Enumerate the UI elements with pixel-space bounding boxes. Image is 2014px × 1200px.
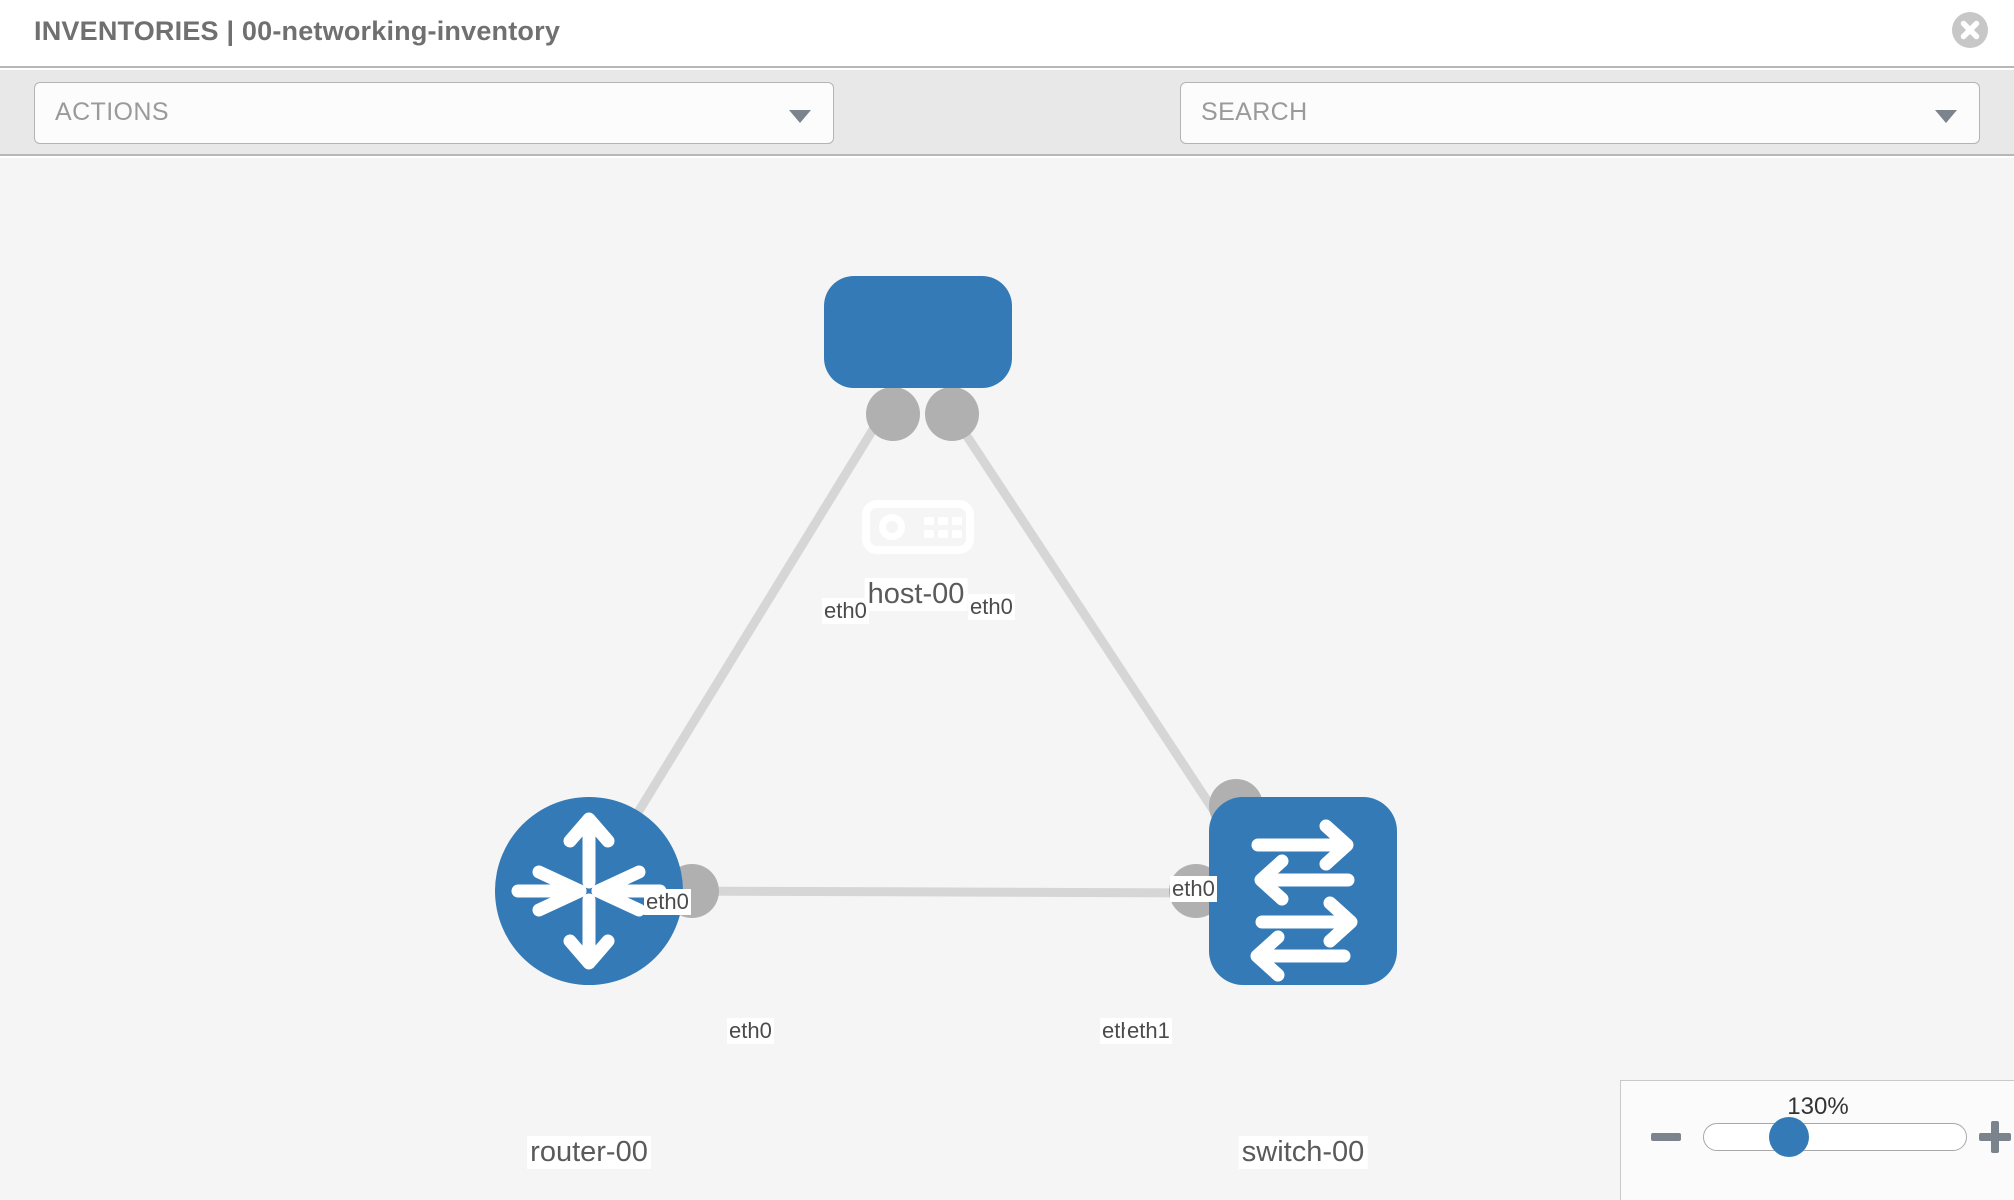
actions-dropdown-label: ACTIONS <box>55 98 169 126</box>
zoom-out-button[interactable] <box>1651 1133 1681 1141</box>
interface-label-router00-eth0: eth0 <box>727 1018 774 1044</box>
search-placeholder-label: SEARCH <box>1201 98 1308 126</box>
window-header: INVENTORIES | 00-networking-inventory <box>0 0 2014 68</box>
page-title: INVENTORIES | 00-networking-inventory <box>34 16 561 46</box>
zoom-in-button[interactable] <box>1979 1121 2011 1153</box>
topology-interfaces <box>665 387 1263 918</box>
interface-label-host00-eth0-right: eth0 <box>968 594 1015 620</box>
node-switch-00 <box>1209 797 1397 985</box>
actions-dropdown[interactable]: ACTIONS <box>34 82 834 144</box>
topology-links <box>606 415 1249 898</box>
zoom-percent-label: 130% <box>1787 1093 1849 1120</box>
interface-label-switch00-eth1: eth1 <box>1125 1018 1172 1044</box>
node-label-host-00: host-00 <box>864 578 968 611</box>
interface-nub-host00-eth0-left <box>866 387 920 441</box>
search-input[interactable]: SEARCH <box>1180 82 1980 144</box>
zoom-control: 130% <box>1620 1080 2014 1200</box>
node-host-00 <box>824 276 1012 554</box>
switch-arrows-icon <box>1250 819 1358 982</box>
server-icon <box>862 500 974 554</box>
node-router-00-shape <box>495 797 683 985</box>
link-host00-router00 <box>606 415 884 861</box>
close-icon[interactable] <box>1950 10 1990 50</box>
link-host00-switch00 <box>951 415 1249 861</box>
node-host-00-shape <box>824 276 1012 388</box>
zoom-slider-thumb[interactable] <box>1769 1117 1809 1157</box>
link-router00-switch00 <box>659 886 1231 898</box>
chevron-down-icon <box>789 110 811 123</box>
zoom-slider-track[interactable] <box>1703 1123 1967 1151</box>
interface-label-switch00-uplink-eth0: eth0 <box>1170 876 1217 902</box>
node-label-switch-00: switch-00 <box>1238 1136 1368 1169</box>
topology-canvas[interactable]: host-00 router-00 switch-00 eth0 eth0 et… <box>0 158 2014 1200</box>
toolbar: ACTIONS SEARCH <box>0 70 2014 201</box>
topology-graph <box>495 276 1397 985</box>
node-label-router-00: router-00 <box>527 1136 651 1169</box>
interface-label-router00-uplink-eth0: eth0 <box>644 889 691 915</box>
chevron-down-icon <box>1935 110 1957 123</box>
interface-nub-host00-eth0-right <box>925 387 979 441</box>
interface-label-host00-eth0-left: eth0 <box>822 598 869 624</box>
